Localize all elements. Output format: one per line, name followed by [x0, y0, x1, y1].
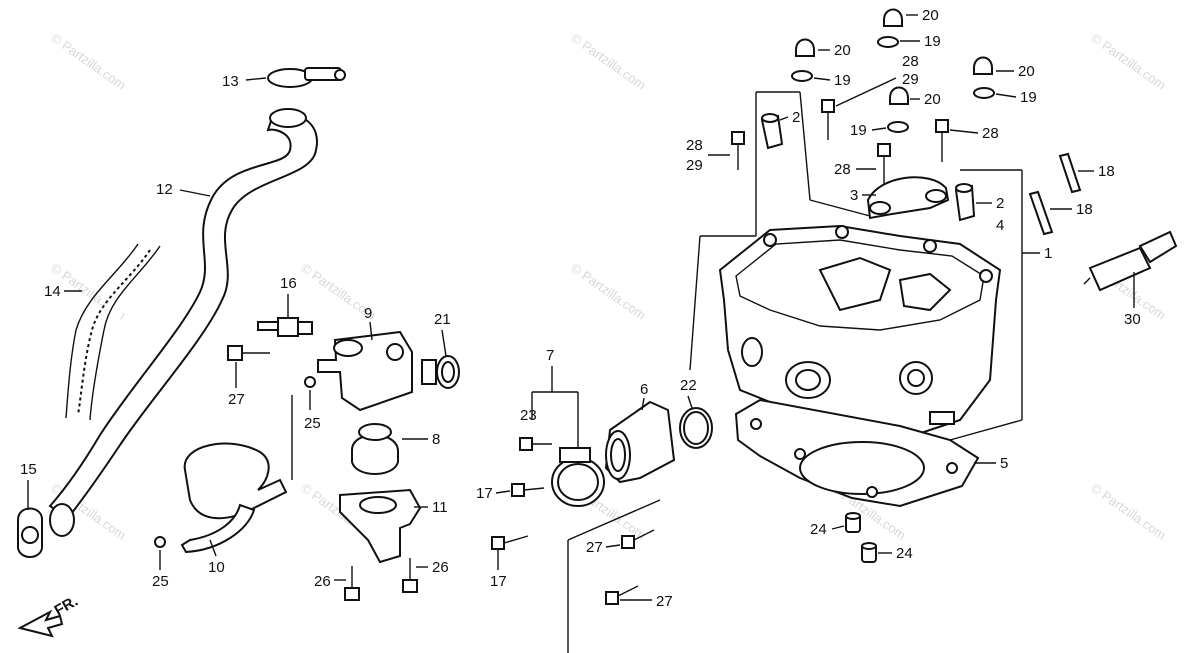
callout-2: 2	[996, 195, 1004, 212]
callout-19: 19	[924, 33, 941, 50]
callout-4: 4	[996, 217, 1004, 234]
hose-clamp	[551, 447, 605, 507]
thermostat-cover-11	[339, 488, 422, 564]
callout-27: 27	[656, 593, 673, 610]
bolt-17	[491, 483, 545, 550]
callout-20: 20	[834, 42, 851, 59]
callout-2: 2	[792, 109, 800, 126]
rocker-arm-holder-3	[866, 176, 950, 220]
callout-17: 17	[476, 485, 493, 502]
callout-7: 7	[546, 347, 554, 364]
callout-19: 19	[834, 72, 851, 89]
bolt-28	[731, 99, 949, 188]
water-hose-12	[48, 108, 318, 537]
callout-15: 15	[20, 461, 37, 478]
callout-25: 25	[152, 573, 169, 590]
callout-27: 27	[228, 391, 245, 408]
clip-25	[154, 376, 316, 548]
callout-24: 24	[810, 521, 827, 538]
callout-8: 8	[432, 431, 440, 448]
callout-1: 1	[1044, 245, 1052, 262]
callout-12: 12	[156, 181, 173, 198]
callout-22: 22	[680, 377, 697, 394]
callout-28: 28	[686, 137, 703, 154]
callout-18: 18	[1076, 201, 1093, 218]
callout-3: 3	[850, 187, 858, 204]
callout-28: 28	[982, 125, 999, 142]
callout-13: 13	[222, 73, 239, 90]
callout-10: 10	[208, 559, 225, 576]
callout-30: 30	[1124, 311, 1141, 328]
bolt-23	[519, 437, 552, 451]
hose-clamp-13	[267, 67, 346, 88]
front-direction-arrow-icon	[17, 609, 64, 638]
washer-19	[791, 36, 995, 133]
watermark: © Partzilla.com	[568, 30, 648, 93]
callout-26: 26	[432, 559, 449, 576]
stud-bolt-18	[1028, 152, 1082, 236]
o-ring-22	[679, 407, 713, 449]
callout-24: 24	[896, 545, 913, 562]
hose-spring-14	[65, 243, 161, 421]
cap-nut-20	[795, 8, 993, 105]
callout-9: 9	[364, 305, 372, 322]
callout-28: 28	[834, 161, 851, 178]
callout-19: 19	[850, 122, 867, 139]
spark-plug-30	[1083, 230, 1178, 292]
bolt-27	[605, 529, 655, 605]
cylinder-head-1	[718, 224, 1002, 442]
callout-20: 20	[922, 7, 939, 24]
watermark: © Partzilla.com	[48, 30, 128, 93]
callout-6: 6	[640, 381, 648, 398]
front-direction-label: FR.	[52, 593, 81, 620]
callout-27: 27	[586, 539, 603, 556]
clamp-15	[17, 507, 43, 558]
callout-5: 5	[1000, 455, 1008, 472]
watermark: © Partzilla.com	[1088, 480, 1168, 543]
callout-21: 21	[434, 311, 451, 328]
callout-11: 11	[432, 499, 448, 516]
bolt-27	[227, 345, 270, 361]
callout-16: 16	[280, 275, 297, 292]
watermark: © Partzilla.com	[568, 260, 648, 323]
bypass-hose-10	[180, 442, 288, 554]
callout-20: 20	[1018, 63, 1035, 80]
callout-28: 28	[902, 53, 919, 70]
thermostat-8	[351, 423, 399, 475]
callout-14: 14	[44, 283, 61, 300]
cylinder-head-gasket-5	[734, 398, 980, 508]
dowel-pin-2	[760, 113, 976, 222]
watermark: © Partzilla.com	[1088, 30, 1168, 93]
callout-23: 23	[520, 407, 537, 424]
callout-29: 29	[686, 157, 703, 174]
callout-17: 17	[490, 573, 507, 590]
callout-25: 25	[304, 415, 321, 432]
bolt-26	[344, 558, 418, 601]
callout-26: 26	[314, 573, 331, 590]
callout-20: 20	[924, 91, 941, 108]
o-ring-21	[421, 355, 460, 389]
callout-19: 19	[1020, 89, 1037, 106]
temperature-sensor-16	[257, 317, 313, 337]
callout-29: 29	[902, 71, 919, 88]
callout-18: 18	[1098, 163, 1115, 180]
water-joint-6	[604, 400, 676, 484]
thermostat-housing-9	[317, 330, 413, 412]
dowel-pin-24	[845, 512, 877, 563]
